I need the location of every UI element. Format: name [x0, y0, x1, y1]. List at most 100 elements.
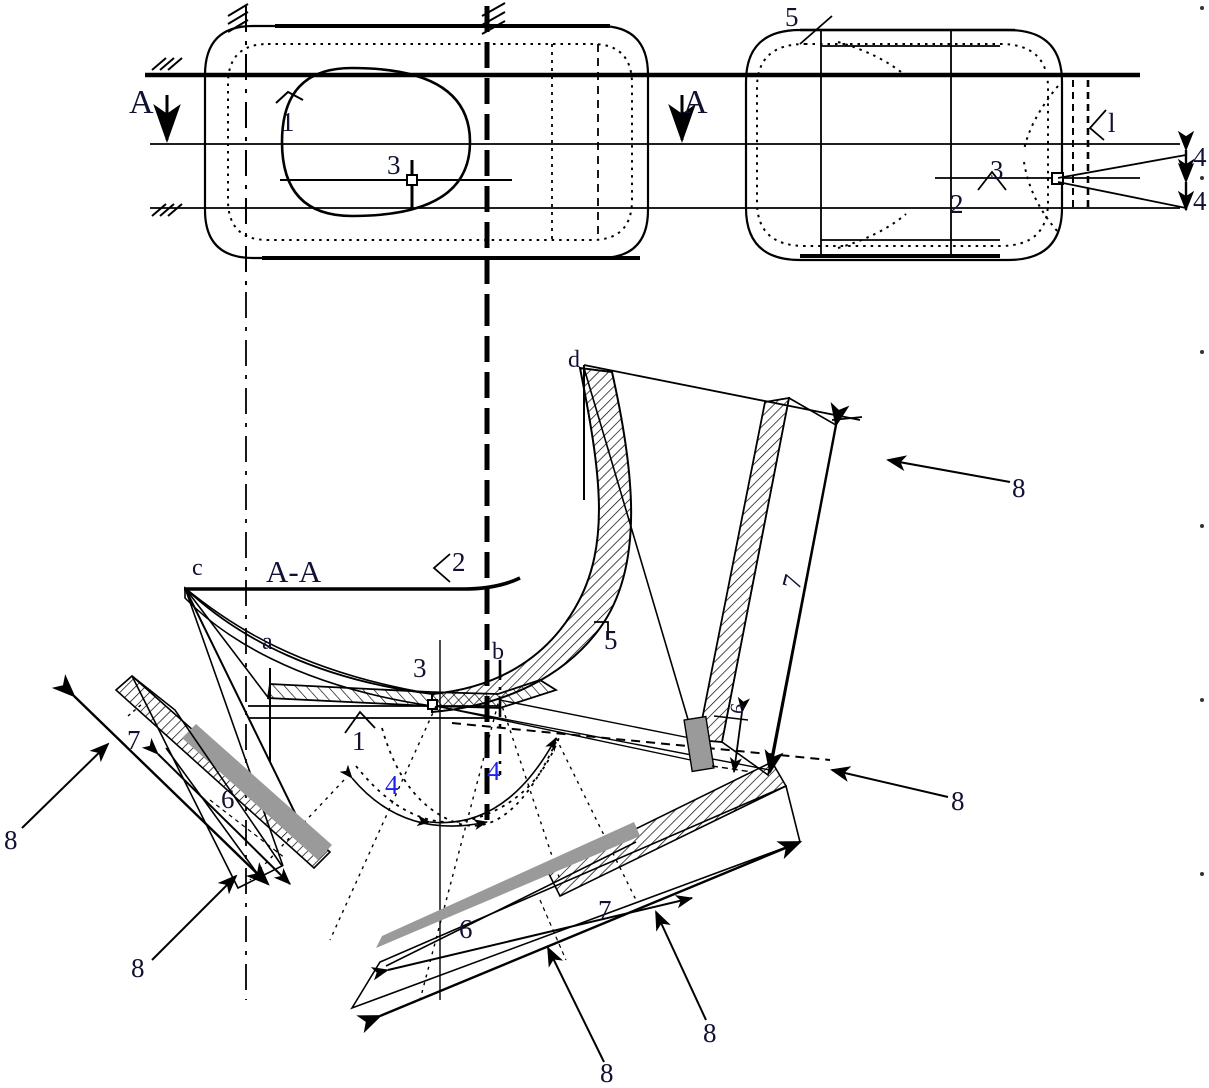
- edge-dot-5: [1200, 698, 1204, 702]
- constr-6: [184, 587, 271, 701]
- callout-8-upper-right: 8: [1012, 473, 1026, 503]
- left-hub-pivot: [406, 174, 418, 186]
- bottom-arm-hatch: [546, 760, 788, 898]
- bottom-arm-dim-6: [370, 895, 694, 981]
- right-outer-body-dotted: [756, 43, 1049, 247]
- callout-sec-3: 3: [413, 653, 427, 683]
- point-label-c: c: [192, 555, 203, 581]
- callout-8-bottom-center: 8: [600, 1058, 614, 1088]
- right-arm-hatch: [696, 396, 791, 743]
- right-arm-dim6-ext2: [711, 765, 753, 773]
- right-arm-dim-6: [729, 696, 750, 774]
- callout-top-right-4-upper: 4: [1193, 142, 1207, 172]
- constr-1: [435, 705, 701, 763]
- constr-3: [499, 699, 701, 741]
- section-label-A-left: A: [129, 84, 154, 121]
- sec-callout1-leader: [344, 710, 376, 734]
- leader-8-mid-right: [830, 766, 949, 798]
- callout-sec-6-bottom: 6: [459, 914, 473, 944]
- callout-top-right-4-lower: 4: [1193, 186, 1207, 216]
- left-arm-dim-6: [141, 737, 291, 885]
- right-outer-body: [744, 28, 1064, 262]
- callout-8-mid-right: 8: [951, 786, 965, 816]
- section-view-group: [21, 6, 1204, 1063]
- edge-dot-4: [1200, 524, 1204, 528]
- leader-8-lower-left: [151, 874, 238, 961]
- constr-8: [329, 705, 437, 941]
- fan-line-upper: [1057, 154, 1187, 179]
- callout-top-right-2: 2: [950, 189, 964, 219]
- left-lower-arm: [51, 674, 332, 890]
- point-label-a: a: [262, 629, 273, 655]
- right-upper-arm: [683, 396, 863, 777]
- left-inner-stadium: [280, 66, 472, 218]
- left-arm-tick: [127, 703, 143, 717]
- right-dotted-arc-upper: [1023, 85, 1059, 151]
- section-title-AA: A-A: [266, 554, 322, 589]
- edge-dot-2: [1200, 176, 1204, 180]
- leader-8-far-left: [21, 742, 110, 829]
- callout-8-bottom-right: 8: [703, 1018, 717, 1048]
- leader-8-bottom-center: [547, 946, 605, 1063]
- line-d-to-right: [583, 364, 861, 421]
- right-arm-gray-block: [683, 715, 715, 773]
- edge-dot-1: [1200, 6, 1204, 10]
- callout-top-right-3: 3: [990, 155, 1004, 185]
- shell-lip-left2: [184, 587, 433, 695]
- left-arm-gray: [182, 724, 332, 860]
- shell-band-outer: [431, 366, 633, 714]
- aa-top-curve: [462, 576, 521, 591]
- callout2-leader: [977, 170, 1007, 191]
- right-arm-dim-tick: [831, 416, 863, 421]
- callout-sec-5: 5: [604, 625, 618, 655]
- leader-8-bottom-right: [655, 910, 707, 1021]
- flange-hatch-band: [266, 679, 559, 709]
- callout-sec-4-left: 4: [385, 770, 399, 800]
- callout-sec-1: 1: [352, 726, 366, 756]
- callout1-leader-top: [275, 90, 304, 104]
- callout-top-right-5: 5: [785, 2, 799, 32]
- ground-hatch-lower-left: [151, 203, 183, 217]
- point-label-d: d: [568, 347, 580, 373]
- leader-8-upper-right: [886, 455, 1011, 483]
- right-dotted-arc-bottom: [837, 213, 907, 249]
- projection-lines: [245, 292, 490, 1000]
- callout-8-lower-left: 8: [131, 953, 145, 983]
- top-view-group: [145, 2, 1195, 300]
- right-arm-dim-7: [764, 401, 850, 775]
- callout-sec-7-left: 7: [127, 725, 141, 755]
- callout-8-far-left: 8: [4, 825, 18, 855]
- callout-top-left-1: 1: [281, 107, 295, 137]
- edge-dot-3: [1200, 350, 1204, 354]
- left-outer-body: [203, 24, 650, 260]
- fan-line-lower: [1057, 181, 1187, 209]
- right-hub-pivot: [1051, 172, 1064, 185]
- sec-hub-pivot: [427, 699, 438, 710]
- callout-top-right-l: l: [1108, 108, 1116, 138]
- right-arm-dim6-ext: [713, 715, 749, 721]
- bottom-arm-outline: [350, 784, 801, 1010]
- point-label-b: b: [492, 639, 504, 665]
- callout-sec-2: 2: [452, 547, 466, 577]
- section-label-A-right: A: [683, 84, 708, 121]
- line-d-diagonal: [583, 367, 701, 761]
- right-dotted-arc-lower: [1023, 161, 1059, 233]
- callout-sec-6-left: 6: [221, 784, 235, 814]
- callout-top-left-3: 3: [387, 150, 401, 180]
- bottom-arm-dim6-ext: [539, 899, 567, 961]
- ground-hatch-left: [151, 57, 183, 71]
- constr-9: [499, 699, 561, 881]
- callout-sec-4-right: 4: [487, 756, 501, 786]
- callout-sec-7-bottom: 7: [598, 895, 612, 925]
- bottom-arm-gray: [376, 822, 640, 948]
- edge-dot-6: [1200, 872, 1204, 876]
- constr-11: [555, 737, 637, 901]
- arc-4-dim2: [416, 737, 557, 827]
- sec-callout5-leader: [594, 621, 609, 640]
- right-dotted-arc-top: [837, 41, 907, 77]
- callout5-leader: [799, 15, 833, 45]
- bottom-arm: [350, 760, 803, 1034]
- sec-callout2-leader: [432, 553, 451, 583]
